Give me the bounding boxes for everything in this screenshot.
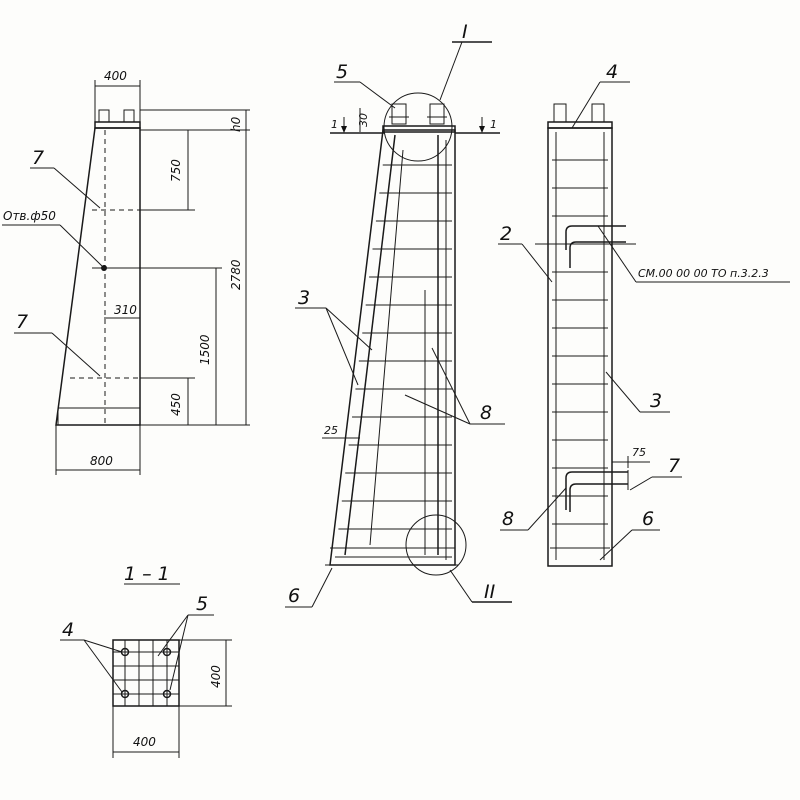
left-base-block bbox=[57, 408, 141, 426]
callout-5s-leader-b bbox=[169, 614, 189, 691]
callout-4s-leader-b bbox=[83, 639, 123, 693]
pos-3-right: 3 bbox=[650, 390, 662, 412]
callout-5-leader bbox=[359, 81, 396, 109]
callout-2-leader bbox=[521, 243, 553, 283]
left-bolt-a bbox=[98, 109, 110, 123]
left-view-outline bbox=[55, 127, 141, 426]
right-view-outline bbox=[547, 127, 613, 567]
dim-400-section-h: 400 bbox=[133, 735, 156, 749]
middle-top-plate bbox=[382, 125, 456, 133]
callout-8-leader-a bbox=[404, 394, 471, 425]
dim-30: 30 bbox=[357, 113, 370, 127]
dim-75: 75 bbox=[632, 446, 646, 459]
right-bolt-a bbox=[553, 103, 567, 123]
callout-3-leader-b bbox=[325, 307, 359, 386]
pos-4-section: 4 bbox=[62, 619, 74, 641]
left-top-plate bbox=[94, 121, 141, 129]
dim-25: 25 bbox=[324, 424, 338, 437]
right-view: 4 2 СМ.00 00 00 ТО п.3.2.3 3 75 7 8 6 bbox=[498, 61, 790, 567]
pos-5-middle: 5 bbox=[336, 61, 348, 83]
middle-stirrups bbox=[334, 164, 452, 558]
callout-6-leader bbox=[311, 567, 333, 608]
section-title: 1 – 1 bbox=[124, 563, 170, 585]
callout-hole-leader bbox=[59, 224, 103, 267]
detail-circle-I bbox=[383, 92, 453, 162]
ref-leader bbox=[597, 225, 637, 283]
section-1-1: 1 – 1 4 5 400 400 bbox=[60, 563, 232, 758]
callout-7r-leader bbox=[629, 476, 653, 491]
dim-310: 310 bbox=[114, 303, 137, 317]
dim-1500: 1500 bbox=[198, 334, 212, 365]
pos-7-right: 7 bbox=[668, 455, 680, 477]
detail-II-leader bbox=[449, 569, 473, 603]
right-hook-upper-a bbox=[565, 225, 626, 250]
detail-II-label: II bbox=[484, 581, 496, 603]
dim-h0: h0 bbox=[229, 116, 243, 132]
left-bolt-b bbox=[123, 109, 135, 123]
callout-4s-leader-a bbox=[83, 639, 123, 653]
ref-note: СМ.00 00 00 ТО п.3.2.3 bbox=[638, 267, 769, 280]
detail-circle-II bbox=[405, 514, 467, 576]
cut-label-left: 1 bbox=[331, 118, 338, 131]
callout-6r-leader bbox=[599, 529, 633, 561]
dim-750: 750 bbox=[169, 159, 183, 182]
callout-3-leader-a bbox=[325, 307, 373, 351]
middle-bolt-a bbox=[391, 103, 407, 125]
pos-7-lower: 7 bbox=[16, 311, 28, 333]
dim-2780: 2780 bbox=[229, 259, 243, 290]
pos-5-section: 5 bbox=[196, 593, 208, 615]
section-bolt-br bbox=[162, 689, 172, 699]
detail-I-leader bbox=[439, 41, 463, 101]
right-top-plate bbox=[547, 121, 613, 129]
dim-400-section-v: 400 bbox=[209, 665, 223, 688]
cut-label-right: 1 bbox=[490, 118, 497, 131]
callout-8-leader-b bbox=[431, 347, 471, 425]
section-outline bbox=[112, 639, 180, 707]
left-view: 400 750 450 1500 2780 h0 310 800 7 Отв. bbox=[2, 69, 250, 475]
pos-6-right: 6 bbox=[642, 508, 654, 530]
middle-view-outline bbox=[329, 129, 456, 566]
dim-450: 450 bbox=[169, 393, 183, 416]
right-hook-lower-b bbox=[569, 483, 628, 512]
middle-view: 1 1 30 I II 5 3 8 25 6 bbox=[285, 21, 512, 608]
right-stirrups bbox=[552, 159, 608, 525]
callout-7b-leader bbox=[51, 332, 101, 377]
callout-3r-leader bbox=[605, 371, 641, 413]
pos-8-middle: 8 bbox=[480, 402, 492, 424]
hole-label: Отв.ф50 bbox=[3, 209, 56, 223]
callout-8r-leader bbox=[527, 487, 567, 531]
pos-7-upper: 7 bbox=[32, 147, 44, 169]
callout-5s-leader-a bbox=[157, 614, 189, 657]
pos-6-middle: 6 bbox=[288, 585, 300, 607]
pos-4-right: 4 bbox=[606, 61, 618, 83]
dim-400-top: 400 bbox=[104, 69, 127, 83]
section-bolt-bl bbox=[120, 689, 130, 699]
detail-I-label: I bbox=[462, 21, 468, 43]
callout-7a-leader bbox=[53, 167, 101, 209]
cut-arrowhead-left bbox=[341, 126, 347, 133]
right-bolt-b bbox=[591, 103, 605, 123]
cut-arrowhead-right bbox=[479, 126, 485, 133]
callout-4-leader bbox=[571, 81, 601, 129]
middle-bolt-b bbox=[429, 103, 445, 125]
pos-3-middle: 3 bbox=[298, 287, 310, 309]
right-hook-lower-a bbox=[565, 471, 628, 510]
dim-800: 800 bbox=[90, 454, 113, 468]
section-bolt-tr bbox=[162, 647, 172, 657]
pos-2: 2 bbox=[500, 223, 512, 245]
pos-8-right: 8 bbox=[502, 508, 514, 530]
bar-inclined-inner bbox=[369, 149, 404, 546]
bar-inclined-outer bbox=[344, 134, 396, 556]
